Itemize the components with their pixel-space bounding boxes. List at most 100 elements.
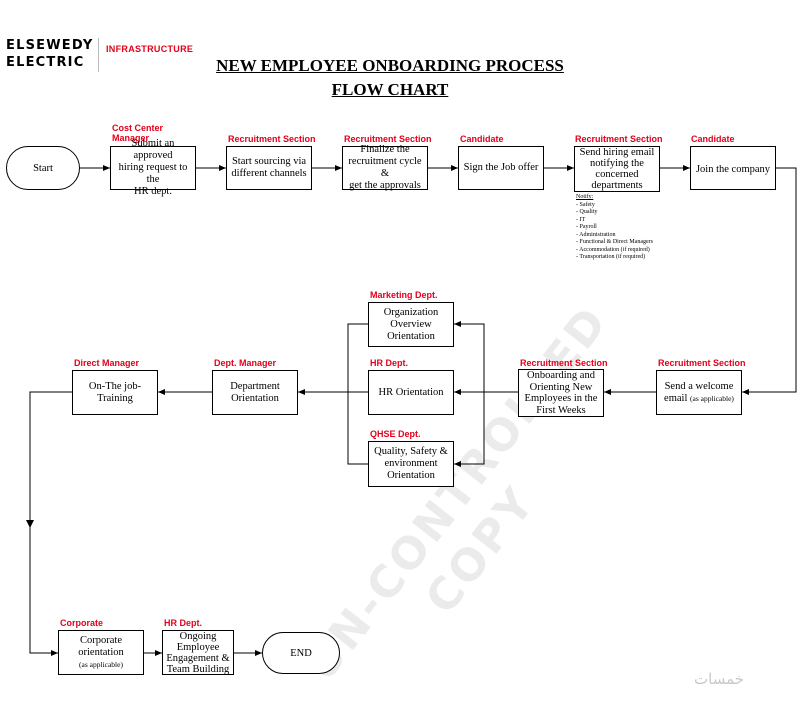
role-recruitment-section-3: Recruitment Section	[575, 134, 663, 144]
arrow-onboard-to-org	[454, 321, 485, 392]
role-corporate: Corporate	[60, 618, 104, 628]
brand-watermark: خمسات	[694, 670, 745, 688]
flow-connectors	[26, 165, 797, 656]
arrow-onboard-to-qhse	[454, 392, 485, 467]
sourcing-line2: different channels	[231, 168, 307, 179]
bracket-orientations	[347, 323, 368, 465]
otj-line1: On-The job-	[88, 380, 142, 392]
sign-label: Sign the Job offer	[463, 162, 539, 173]
step-sign-offer: Sign the Job offer	[458, 146, 544, 190]
email-line3: concerned	[595, 169, 639, 180]
start-label: Start	[33, 162, 53, 174]
qhse-line2: environment	[384, 458, 438, 469]
sourcing-line1: Start sourcing via	[231, 156, 307, 167]
notify-item: - Functional & Direct Managers	[576, 239, 653, 245]
welcome-note: (as applicable)	[690, 393, 734, 403]
notify-item: - Safety	[576, 201, 595, 208]
notify-item: - Transportation (if required)	[576, 254, 646, 260]
role-recruitment-section-5: Recruitment Section	[658, 358, 746, 368]
logo-name-line1: ELSEWEDY	[6, 38, 94, 53]
finalize-line3: get the approvals	[349, 180, 421, 191]
role-candidate-2: Candidate	[691, 134, 735, 144]
start-terminal: Start	[6, 146, 80, 190]
notify-heading: Notify:	[576, 194, 594, 200]
qhse-line3: Orientation	[387, 470, 435, 481]
finalize-line2: recruitment cycle &	[348, 156, 422, 179]
role-marketing-dept: Marketing Dept.	[370, 290, 438, 300]
welcome-line1: Send a welcome	[664, 380, 734, 392]
logo-subtitle: INFRASTRUCTURE	[106, 44, 194, 54]
role-hr-dept-1: HR Dept.	[370, 358, 408, 368]
join-label: Join the company	[695, 164, 771, 175]
logo-divider	[98, 38, 99, 72]
role-hr-dept-2: HR Dept.	[164, 618, 202, 628]
submit-line1: Submit an approved	[131, 138, 175, 161]
otj-line2: Training	[97, 392, 133, 404]
role-qhse-dept: QHSE Dept.	[370, 429, 421, 439]
email-line1: Send hiring email	[579, 147, 655, 158]
role-dept-manager: Dept. Manager	[214, 358, 277, 368]
page-title-line1: NEW EMPLOYEE ONBOARDING PROCESS	[216, 56, 564, 75]
email-line2: notifying the	[590, 158, 644, 169]
corp-note: (as applicable)	[79, 659, 123, 669]
notify-item: - Quality	[576, 209, 598, 215]
role-recruitment-section-4: Recruitment Section	[520, 358, 608, 368]
notify-item: - Administration	[576, 231, 616, 238]
qhse-line1: Quality, Safety &	[374, 446, 448, 457]
email-line4: departments	[591, 180, 643, 191]
dept-line2: Orientation	[231, 392, 279, 404]
logo-name-line2: ELECTRIC	[6, 55, 85, 70]
step-on-the-job-training: On-The job-Training	[72, 370, 158, 415]
hr-orientation-label: HR Orientation	[378, 386, 444, 398]
end-label: END	[290, 647, 312, 659]
notify-item: - Accommodation (if required)	[576, 246, 650, 253]
welcome-line2: email	[664, 392, 688, 404]
role-cost-center-line1: Cost Center	[112, 123, 164, 133]
page-title-line2: FLOW CHART	[331, 80, 449, 99]
ongoing-line1: Ongoing	[179, 630, 217, 642]
arrow-join-to-welcome	[742, 167, 797, 395]
ongoing-line4: Team Building	[166, 663, 230, 675]
end-terminal: END	[262, 632, 340, 674]
arrow-otj-to-corporate	[29, 391, 72, 656]
onboard-line2: Orienting New	[529, 381, 593, 393]
step-join-company: Join the company	[690, 146, 776, 190]
role-direct-manager: Direct Manager	[74, 358, 140, 368]
role-candidate-1: Candidate	[460, 134, 504, 144]
org-line1: Organization	[383, 306, 439, 318]
corp-line2: orientation	[78, 646, 124, 658]
step-hr-orientation: HR Orientation	[368, 370, 454, 415]
notify-item: - IT	[576, 216, 586, 223]
arrowhead-mid-down	[26, 520, 34, 528]
role-cost-center-line2: Manager	[112, 133, 150, 143]
role-recruitment-section-1: Recruitment Section	[228, 134, 316, 144]
notify-item: - Payroll	[576, 224, 597, 230]
onboard-line3: Employees in the	[524, 393, 598, 404]
finalize-line1: Finalize the	[360, 144, 410, 155]
submit-line2: hiring request to the	[118, 162, 188, 185]
dept-line1: Department	[230, 380, 280, 392]
onboard-line4: First Weeks	[536, 404, 586, 416]
submit-line3: HR dept.	[134, 186, 172, 197]
notify-list: Notify: - Safety - Quality - IT - Payrol…	[576, 194, 653, 262]
company-logo: ELSEWEDY ELECTRIC INFRASTRUCTURE	[6, 36, 196, 76]
org-line3: Orientation	[387, 330, 435, 342]
role-recruitment-section-2: Recruitment Section	[344, 134, 432, 144]
onboard-line1: Onboarding and	[527, 370, 595, 381]
org-line2: Overview	[390, 318, 432, 330]
ongoing-line2: Employee	[176, 641, 220, 653]
corp-line1: Corporate	[80, 634, 122, 646]
ongoing-line3: Engagement &	[166, 652, 230, 664]
